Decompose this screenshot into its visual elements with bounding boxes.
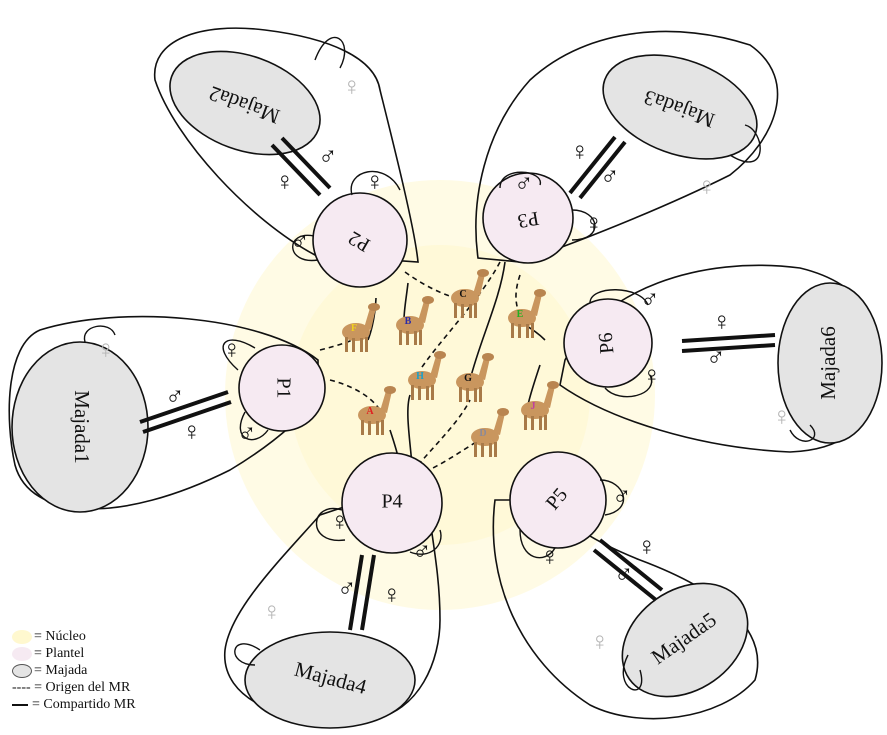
legend-item-compartido: = Compartido MR (12, 696, 232, 713)
female-icon: ♀ (96, 335, 116, 364)
loop-arrow-m2 (315, 37, 345, 68)
male-icon: ♂ (614, 560, 634, 589)
legend-label-plantel: = Plantel (34, 646, 84, 662)
plantel-swatch (12, 647, 32, 661)
male-icon: ♂ (640, 285, 660, 314)
female-icon: ♀ (637, 532, 657, 561)
legend-label-origen: ---- = Origen del MR (12, 680, 130, 696)
female-icon: ♀ (540, 542, 560, 571)
alpaca-label: E (517, 309, 524, 320)
majada1-label: Majada1 (70, 390, 94, 463)
female-icon: ♀ (697, 172, 717, 201)
exchange-arrow-p6-b (682, 345, 775, 351)
alpaca-label: A (366, 406, 374, 417)
majada6-label: Majada6 (816, 326, 840, 399)
legend-item-plantel: = Plantel (12, 645, 232, 662)
female-icon: ♀ (584, 209, 604, 238)
male-icon: ♂ (165, 382, 185, 411)
male-icon: ♂ (612, 482, 632, 511)
majada-swatch (12, 664, 32, 678)
plantel-p6-label: P6 (595, 332, 619, 355)
alpaca-label: F (351, 323, 357, 334)
female-icon: ♀ (342, 72, 362, 101)
female-icon: ♀ (222, 335, 242, 364)
male-icon: ♂ (237, 419, 257, 448)
male-icon: ♂ (514, 169, 534, 198)
female-icon: ♀ (570, 137, 590, 166)
female-icon: ♀ (772, 402, 792, 431)
female-icon: ♀ (330, 507, 350, 536)
female-icon: ♀ (262, 597, 282, 626)
legend-label-compartido: = Compartido MR (32, 697, 136, 713)
alpaca-label: G (464, 373, 472, 384)
female-icon: ♀ (382, 580, 402, 609)
solid-line-sample (12, 704, 28, 706)
nucleo-swatch (12, 630, 32, 644)
alpaca-label: J (531, 401, 536, 412)
plantel-p1-label: P1 (272, 377, 294, 398)
alpaca-label: D (479, 428, 486, 439)
female-icon: ♀ (365, 167, 385, 196)
female-icon: ♀ (182, 417, 202, 446)
plantel-p4-label: P4 (381, 491, 402, 513)
legend: = Núcleo = Plantel = Majada ---- = Orige… (12, 628, 232, 713)
female-icon: ♀ (712, 307, 732, 336)
female-icon: ♀ (590, 627, 610, 656)
male-icon: ♂ (412, 537, 432, 566)
legend-label-majada: = Majada (34, 663, 87, 679)
alpaca-label: B (405, 316, 412, 327)
plantel-p3-label: P3 (516, 207, 541, 232)
alpaca-label: C (459, 289, 466, 300)
female-icon: ♀ (275, 167, 295, 196)
legend-label-nucleo: = Núcleo (34, 629, 86, 645)
male-icon: ♂ (706, 343, 726, 372)
male-icon: ♂ (318, 142, 338, 171)
male-icon: ♂ (337, 574, 357, 603)
legend-item-origen: ---- = Origen del MR (12, 679, 232, 696)
legend-item-nucleo: = Núcleo (12, 628, 232, 645)
female-icon: ♀ (642, 361, 662, 390)
male-icon: ♂ (600, 162, 620, 191)
alpaca-label: H (416, 371, 424, 382)
male-icon: ♂ (290, 227, 310, 256)
legend-item-majada: = Majada (12, 662, 232, 679)
